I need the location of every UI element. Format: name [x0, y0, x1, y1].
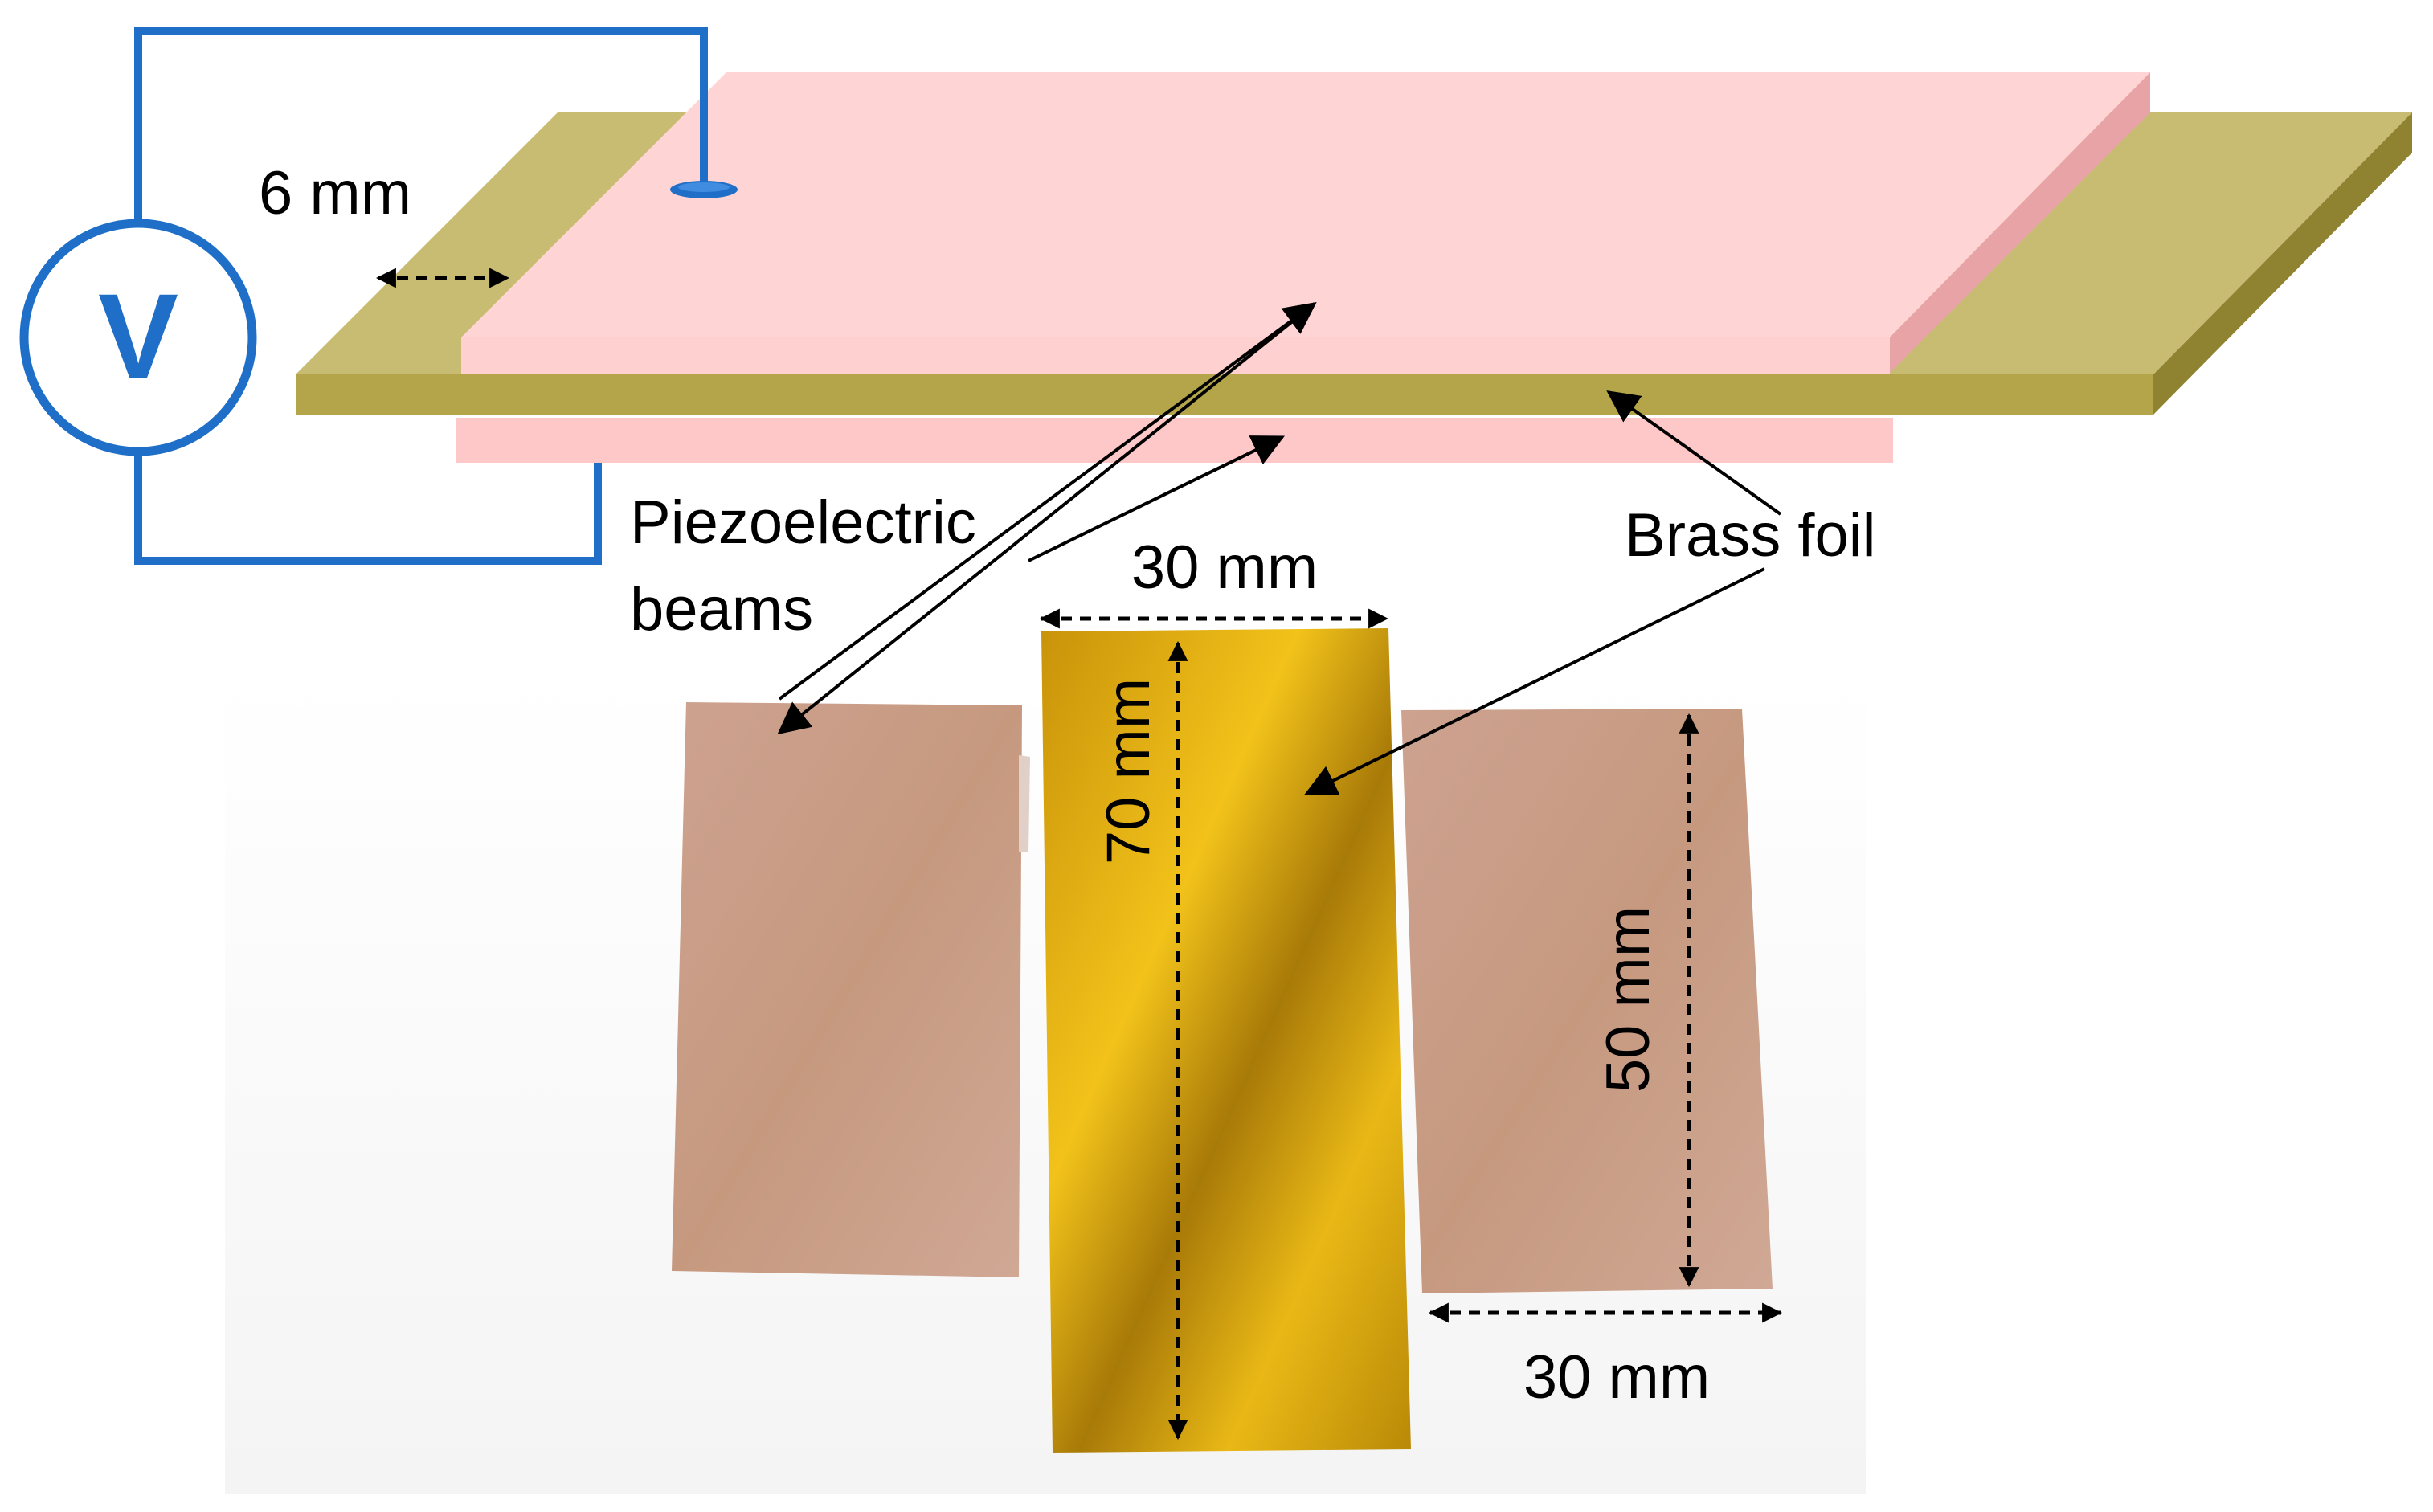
- brass-callout-arrow-schematic: [1606, 390, 1782, 516]
- brass-width-label: 30 mm: [1131, 533, 1318, 602]
- voltmeter-circle-icon: V: [19, 219, 257, 456]
- piezo-layer-bottom: [456, 418, 1893, 463]
- photo-piezo-beam-left: [672, 702, 1022, 1277]
- photo-panel: 30 mm 70 mm 50 mm 30 mm: [225, 533, 1866, 1494]
- circuit-wire-bottom: [134, 450, 602, 565]
- overhang-label: 6 mm: [259, 159, 411, 227]
- piezo-layer-top-face: [461, 72, 2150, 337]
- photo-piezo-beam-right: [1401, 709, 1773, 1293]
- brass-foil-right-face: [2153, 112, 2412, 415]
- piezo-callout-arrow-top: [778, 302, 1317, 701]
- electrode-disc-highlight: [678, 182, 730, 192]
- piezo-label-line2: beams: [630, 575, 813, 644]
- beam-width-label: 30 mm: [1523, 1343, 1710, 1412]
- photo-brass-foil: [1041, 628, 1411, 1453]
- brass-callout-arrow-photo: [1304, 567, 1765, 795]
- piezo-label-line1: Piezoelectric: [630, 488, 976, 557]
- piezo-layer-right-face: [1890, 72, 2150, 373]
- brass-length-label: 70 mm: [1094, 678, 1163, 864]
- piezo-callout-arrow-photo: [777, 302, 1316, 735]
- circuit-wire-top: [134, 27, 708, 233]
- piezo-layer-front-face: [461, 337, 1890, 374]
- callouts: Piezoelectric beams Brass foil: [630, 302, 1876, 795]
- schematic-3d: V 6 mm: [19, 27, 2412, 565]
- brass-label: Brass foil: [1625, 501, 1876, 570]
- piezo-callout-arrow-bottom: [1028, 435, 1285, 562]
- brass-foil-front-face: [296, 374, 2153, 415]
- beam-length-label: 50 mm: [1594, 906, 1662, 1093]
- voltmeter-symbol: V: [98, 268, 178, 403]
- photo-piezo-beam-left-edge: [1019, 755, 1030, 852]
